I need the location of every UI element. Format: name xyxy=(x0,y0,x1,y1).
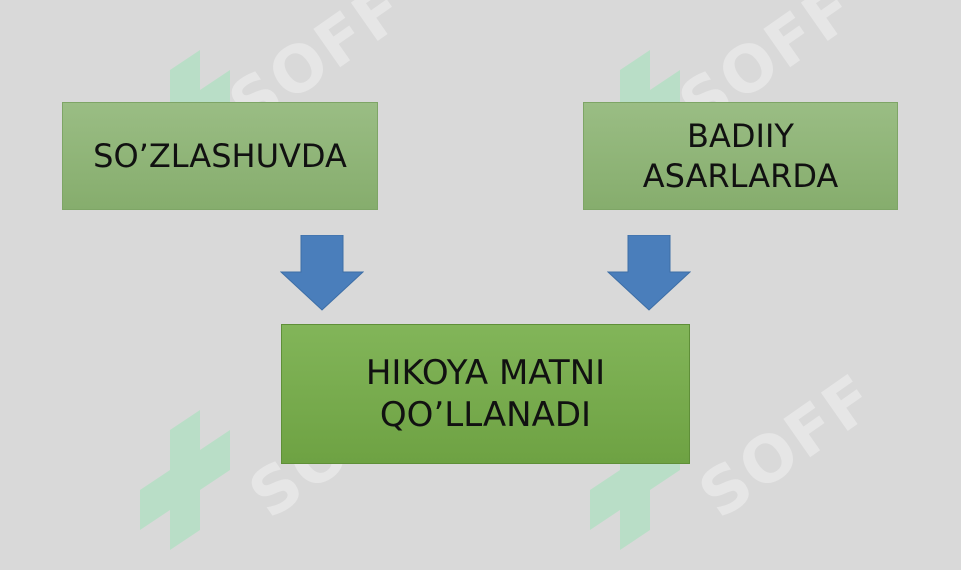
slide: SOFF SOFF SOFF SOFF SO’ZLASHUVDA BADIIY … xyxy=(62,0,898,550)
soff-logo-icon xyxy=(140,410,230,550)
box-hikoya-matni-label: HIKOYA MATNI QO’LLANADI xyxy=(365,352,606,436)
down-arrow-icon-right xyxy=(607,235,691,311)
box-sozlashuvda-label: SO’ZLASHUVDA xyxy=(93,137,347,175)
down-arrow-icon-left xyxy=(280,235,364,311)
box-hikoya-matni: HIKOYA MATNI QO’LLANADI xyxy=(281,324,690,464)
box-sozlashuvda: SO’ZLASHUVDA xyxy=(62,102,378,210)
box-badiiy-asarlarda-label: BADIIY ASARLARDA xyxy=(642,117,839,195)
box-badiiy-asarlarda: BADIIY ASARLARDA xyxy=(583,102,898,210)
watermark-text: SOFF xyxy=(686,360,890,534)
